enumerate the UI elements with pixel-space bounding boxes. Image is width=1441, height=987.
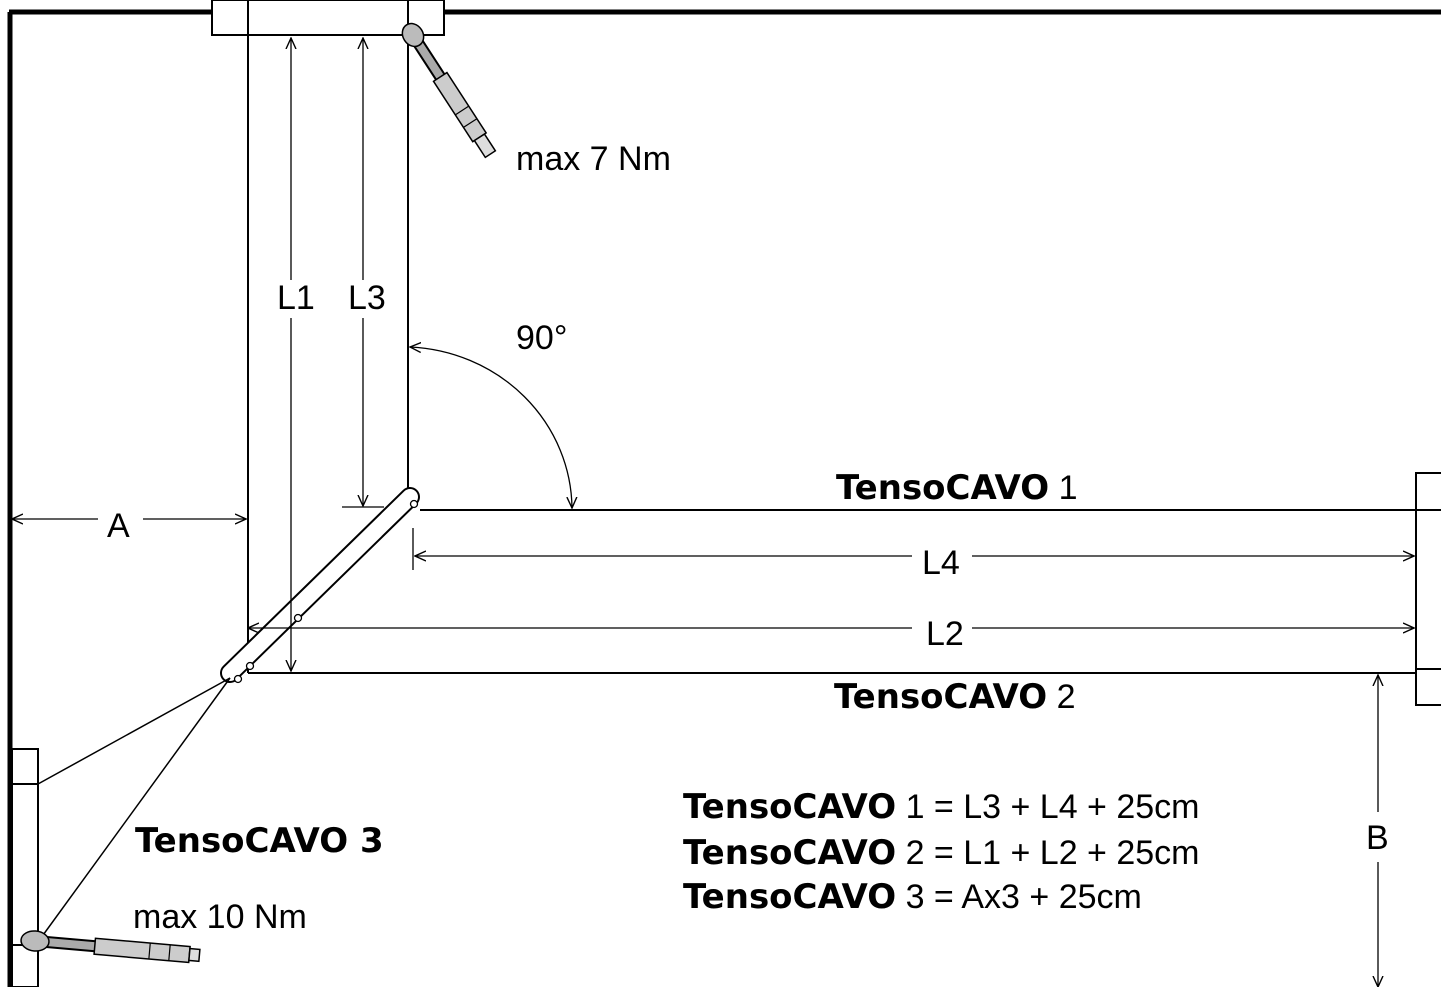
formula-3-expr: 3 = Ax3 + 25cm: [896, 878, 1142, 916]
formula-2: TensoCAVO 2 = L1 + L2 + 25cm: [683, 833, 1200, 873]
top-wall-plate: [211, 0, 445, 36]
formula-2-expr: 2 = L1 + L2 + 25cm: [896, 834, 1199, 872]
torque-top-label: max 7 Nm: [516, 140, 671, 178]
formula-2-name: TensoCAVO: [683, 833, 896, 873]
right-wall-plate: [1415, 472, 1441, 706]
label-L1: L1: [277, 279, 315, 317]
label-L4: L4: [922, 544, 960, 582]
label-L2: L2: [926, 615, 964, 653]
diagonal-bar: [220, 487, 420, 684]
formula-3: TensoCAVO 3 = Ax3 + 25cm: [683, 877, 1142, 917]
tensocavo-3-label: TensoCAVO 3: [135, 821, 384, 861]
bar-hole-top: [409, 499, 419, 509]
tensocavo-1-name: TensoCAVO: [836, 468, 1049, 508]
formula-block: TensoCAVO 1 = L3 + L4 + 25cm TensoCAVO 2…: [683, 787, 1200, 917]
torque-wrench-top-icon: [401, 22, 497, 159]
formula-1-name: TensoCAVO: [683, 787, 896, 827]
formula-3-name: TensoCAVO: [683, 877, 896, 917]
torque-wrench-bottom-icon: [20, 930, 201, 964]
formula-1-expr: 1 = L3 + L4 + 25cm: [896, 788, 1199, 826]
dimension-L4: [412, 528, 1414, 570]
bar-hole-lower: [245, 661, 255, 671]
label-L3: L3: [348, 279, 386, 317]
structure-outline: [247, 35, 1416, 674]
label-A: A: [107, 507, 130, 545]
tensocavo-1-number: 1: [1049, 469, 1077, 507]
tensocavo-2-number: 2: [1047, 678, 1075, 716]
dimension-L3: [342, 38, 384, 508]
bar-hole-middle: [293, 613, 303, 623]
tensocavo-3-cables: [37, 677, 231, 943]
angle-arc: [410, 347, 572, 508]
bar-hole-bottom: [233, 674, 243, 684]
torque-bottom-label: max 10 Nm: [133, 898, 307, 936]
angle-label: 90°: [516, 319, 567, 357]
formula-1: TensoCAVO 1 = L3 + L4 + 25cm: [683, 787, 1200, 827]
tensocavo-1-label: TensoCAVO 1: [836, 468, 1077, 508]
tensocavo-2-label: TensoCAVO 2: [834, 677, 1075, 717]
label-B: B: [1366, 819, 1389, 857]
tensocavo-2-name: TensoCAVO: [834, 677, 1047, 717]
